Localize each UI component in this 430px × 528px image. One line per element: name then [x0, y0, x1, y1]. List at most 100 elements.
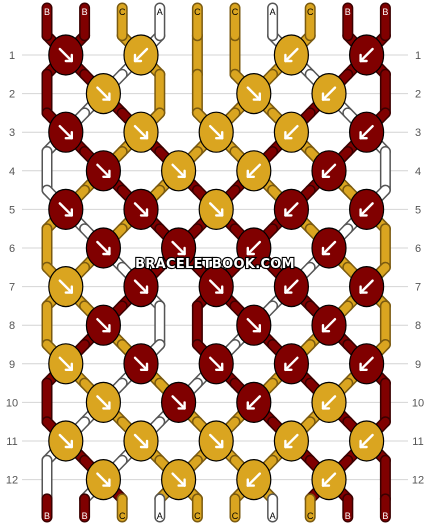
row-number-left: 11	[6, 436, 17, 448]
knot	[123, 266, 159, 308]
arrow-down-right-icon	[246, 86, 261, 101]
arrow-down-right-icon	[58, 433, 74, 449]
arrow-down-left-icon	[246, 240, 261, 256]
knot	[161, 150, 197, 192]
arrow-down-right-icon	[171, 163, 186, 179]
arrow-down-right-icon	[133, 279, 149, 294]
knot	[85, 381, 122, 423]
knot	[48, 420, 84, 462]
knot	[198, 266, 234, 308]
strand-label-bottom: B	[382, 511, 388, 521]
strand-label-top: B	[44, 7, 50, 17]
arrow-down-left-icon	[284, 433, 299, 449]
knot	[311, 459, 347, 501]
row-number-left: 10	[6, 397, 18, 409]
knot	[273, 34, 309, 76]
knot	[273, 111, 309, 153]
knot	[85, 459, 122, 501]
arrow-down-left-icon	[246, 472, 261, 487]
arrow-down-right-icon	[133, 124, 149, 140]
knot	[311, 72, 347, 115]
row-number-right: 10	[412, 397, 424, 409]
knot	[349, 420, 385, 462]
arrow-down-right-icon	[171, 395, 186, 410]
strand-label-bottom: B	[82, 511, 88, 521]
arrow-down-right-icon	[96, 240, 111, 256]
strand-label-bottom: C	[307, 511, 314, 521]
arrow-down-left-icon	[359, 356, 374, 371]
knot	[236, 227, 272, 269]
knot	[349, 188, 385, 230]
knot	[311, 227, 347, 269]
knot	[198, 188, 234, 230]
row-number-left: 4	[9, 166, 15, 178]
row-number-right: 6	[415, 243, 421, 255]
strand-label-top: C	[307, 7, 314, 17]
strand-label-top: C	[194, 7, 201, 17]
knot	[161, 459, 197, 501]
strand-label-bottom: B	[44, 511, 50, 521]
arrow-down-left-icon	[246, 395, 261, 410]
arrow-down-left-icon	[321, 163, 337, 179]
knot	[85, 304, 122, 346]
knot	[48, 111, 84, 153]
strand-label-bottom: A	[157, 511, 163, 521]
arrow-down-left-icon	[321, 318, 337, 333]
row-number-right: 5	[415, 204, 421, 216]
row-number-left: 3	[9, 127, 15, 139]
knot-layer	[48, 34, 385, 501]
arrow-down-right-icon	[133, 202, 149, 217]
arrow-down-right-icon	[208, 279, 224, 294]
arrow-down-right-icon	[96, 318, 111, 333]
row-number-right: 11	[412, 436, 423, 448]
knot	[48, 188, 84, 230]
strand-label-bottom: C	[194, 511, 201, 521]
row-number-left: 12	[6, 475, 18, 487]
knot	[311, 381, 347, 423]
arrow-down-right-icon	[96, 86, 111, 101]
strand-label-top: B	[382, 7, 388, 17]
row-number-right: 8	[415, 320, 421, 332]
strand-label-bottom: A	[270, 511, 276, 521]
row-number-left: 8	[9, 320, 15, 332]
knot	[123, 343, 159, 385]
strand-label-top: B	[345, 7, 351, 17]
arrow-down-right-icon	[58, 47, 74, 63]
row-number-left: 2	[9, 89, 15, 101]
strand-label-bottom: B	[345, 511, 351, 521]
arrow-down-left-icon	[246, 163, 261, 179]
knot	[273, 420, 309, 462]
knot	[273, 266, 309, 308]
arrow-down-left-icon	[321, 472, 337, 487]
knot	[273, 343, 309, 385]
arrow-down-right-icon	[208, 356, 224, 371]
row-number-right: 1	[415, 50, 421, 62]
arrow-down-right-icon	[208, 124, 224, 140]
row-number-left: 5	[9, 204, 15, 216]
strand-label-top: C	[119, 7, 126, 17]
arrow-down-left-icon	[284, 356, 299, 371]
row-number-left: 6	[9, 243, 15, 255]
arrow-down-left-icon	[359, 279, 374, 294]
arrow-down-left-icon	[284, 47, 299, 63]
row-number-left: 7	[9, 282, 15, 294]
arrow-down-left-icon	[321, 86, 337, 101]
arrow-down-right-icon	[133, 433, 149, 449]
knot	[198, 111, 234, 153]
arrow-down-right-icon	[133, 356, 149, 371]
arrow-down-right-icon	[96, 395, 111, 410]
arrow-down-left-icon	[359, 202, 374, 217]
arrow-down-right-icon	[96, 472, 111, 487]
knot	[85, 227, 122, 269]
arrow-down-right-icon	[208, 202, 224, 217]
knot	[85, 72, 122, 115]
arrow-down-right-icon	[96, 163, 111, 179]
knot	[349, 34, 385, 76]
row-number-right: 7	[415, 282, 421, 294]
knot	[48, 266, 84, 308]
knot	[85, 150, 122, 192]
knot	[123, 420, 159, 462]
